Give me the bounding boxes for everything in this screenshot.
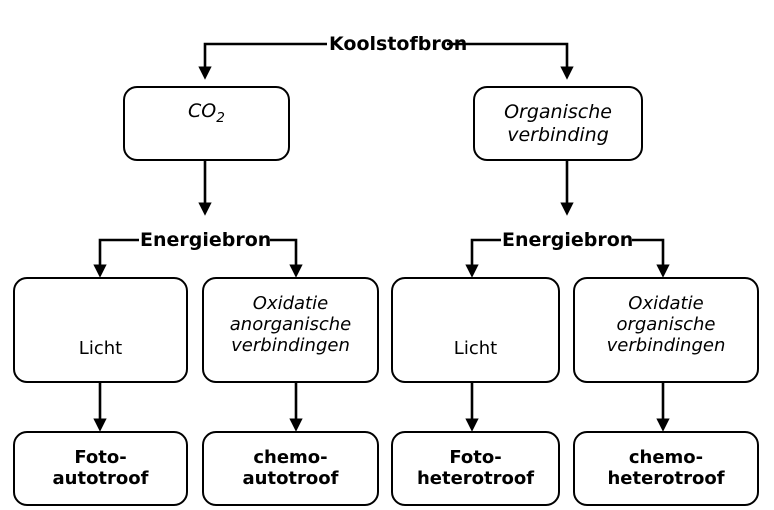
node-photoautotroph: Foto- autotroof xyxy=(13,431,188,506)
node-co2-text: CO2 xyxy=(125,100,288,126)
node-light-left: Licht xyxy=(13,277,188,383)
node-light-left-text: Licht xyxy=(78,337,123,359)
carbon-source-label: Koolstofbron xyxy=(329,33,468,55)
connector-title-to-co2 xyxy=(198,42,327,80)
node-oxidation-organic: Oxidatie organische verbindingen xyxy=(573,277,759,383)
node-oxidation-inorganic-text: Oxidatie anorganische verbindingen xyxy=(229,293,352,357)
node-oxidation-inorganic: Oxidatie anorganische verbindingen xyxy=(202,277,379,383)
connector-title-to-organic xyxy=(447,42,574,80)
node-co2: CO2 xyxy=(123,86,290,161)
energy-source-label-right: Energiebron xyxy=(502,229,634,251)
node-chemoheterotroph: chemo- heterotroof xyxy=(573,431,759,506)
node-photoheterotroph: Foto- heterotroof xyxy=(391,431,560,506)
node-photoautotroph-text: Foto- autotroof xyxy=(52,447,149,490)
node-co2-subscript: 2 xyxy=(216,109,225,126)
node-chemoheterotroph-text: chemo- heterotroof xyxy=(607,447,725,490)
connector-energy-right-to-oxidatie xyxy=(632,238,670,278)
node-organic-compound: Organische verbinding xyxy=(473,86,643,161)
node-light-right-text: Licht xyxy=(453,337,498,359)
node-chemoautotroph: chemo- autotroof xyxy=(202,431,379,506)
connector-energy-left-to-oxidatie xyxy=(270,238,303,278)
node-chemoautotroph-text: chemo- autotroof xyxy=(242,447,339,490)
node-light-right: Licht xyxy=(391,277,560,383)
node-organic-compound-text: Organische verbinding xyxy=(504,101,612,146)
node-co2-base: CO xyxy=(188,100,217,122)
node-photoheterotroph-text: Foto- heterotroof xyxy=(416,447,535,490)
connector-energy-right-to-licht xyxy=(465,238,501,278)
energy-source-label-left: Energiebron xyxy=(140,229,272,251)
connector-energy-left-to-licht xyxy=(93,238,139,278)
node-oxidation-organic-text: Oxidatie organische verbindingen xyxy=(606,293,726,357)
